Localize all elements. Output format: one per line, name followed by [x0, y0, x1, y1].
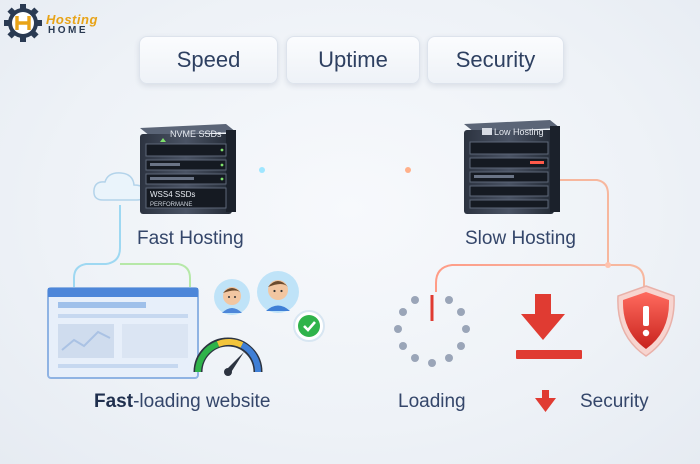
fast-server-label-1: WSS4 SSDs	[150, 190, 195, 199]
security-chip[interactable]: Security	[427, 36, 564, 84]
link-node	[605, 262, 611, 268]
fast-connector	[73, 205, 121, 290]
slow-connector	[560, 179, 609, 265]
fast-server-icon	[140, 124, 236, 214]
fast-hosting-label: Fast Hosting	[137, 228, 244, 249]
security-chip-label: Security	[455, 47, 536, 72]
speed-chip[interactable]: Speed	[139, 36, 278, 84]
fast-label-prefix: Fast	[94, 391, 134, 412]
slow-connector	[435, 264, 608, 292]
speedometer-icon	[193, 337, 263, 376]
fast-label-suffix: -loading website	[133, 391, 271, 412]
shield-alert-icon	[617, 285, 675, 357]
link-node	[259, 167, 265, 173]
loading-spinner-icon	[394, 295, 470, 367]
checkmark-icon	[293, 310, 325, 342]
brand-logo: Hosting HOME	[4, 4, 124, 42]
link-node	[405, 167, 411, 173]
fast-loading-website-label: Fast-loading website	[94, 391, 270, 413]
cloud-icon	[93, 172, 146, 201]
down-arrow-icon	[516, 294, 582, 359]
fast-server-top-label: NVME SSDs	[170, 129, 222, 139]
slow-server-top-label: Low Hosting	[494, 127, 544, 137]
loading-label: Loading	[398, 391, 466, 412]
slow-hosting-label: Slow Hosting	[465, 228, 576, 249]
logo-word-home: HOME	[48, 25, 88, 36]
uptime-chip[interactable]: Uptime	[286, 36, 420, 84]
user-avatar-icon	[257, 271, 299, 313]
fast-connector	[120, 263, 191, 290]
logo-word-hosting: Hosting	[46, 12, 98, 27]
slow-server-icon	[464, 120, 560, 214]
speed-chip-label: Speed	[176, 47, 241, 72]
logo-gear-icon	[4, 4, 42, 42]
website-window	[47, 287, 199, 379]
uptime-chip-label: Uptime	[318, 47, 388, 72]
user-avatar-icon	[214, 279, 250, 315]
security-label: Security	[580, 391, 649, 412]
small-down-arrow-icon	[535, 390, 556, 412]
slow-connector	[608, 264, 645, 290]
fast-server-label-2: PERFORMANE	[150, 202, 192, 208]
